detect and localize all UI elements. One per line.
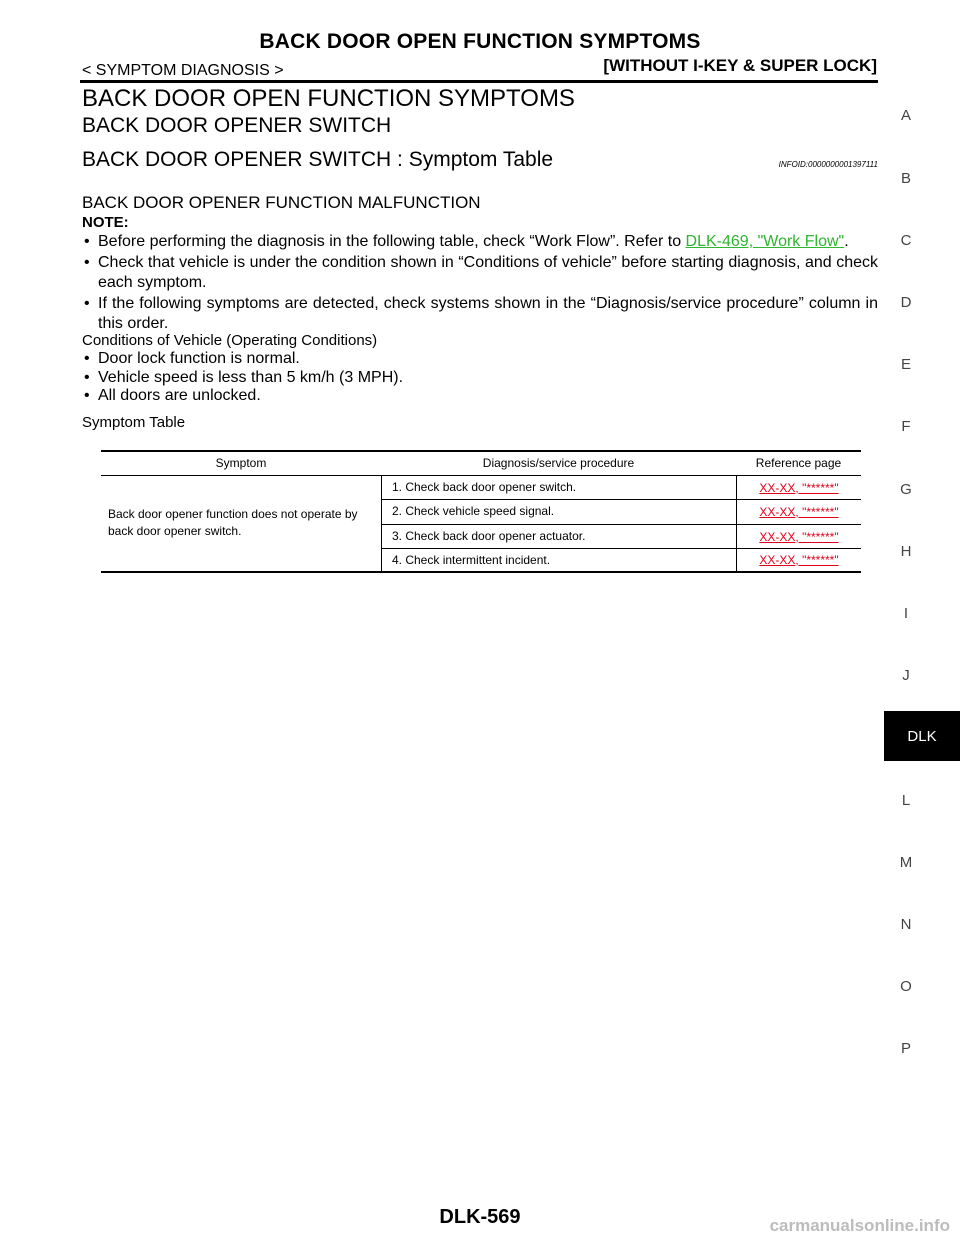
table-column-divider bbox=[736, 475, 737, 572]
table-column-divider bbox=[381, 475, 382, 572]
symptom-table-heading: BACK DOOR OPENER SWITCH : Symptom Table bbox=[82, 148, 554, 171]
header-symptom: Symptom bbox=[215, 456, 267, 470]
side-index-letter[interactable]: B bbox=[900, 170, 911, 187]
watermark: carmanualsonline.info bbox=[769, 1216, 950, 1235]
reference-link[interactable]: XX-XX, "******" bbox=[759, 530, 839, 544]
page-number: DLK-569 bbox=[439, 1206, 521, 1228]
note-item-end: . bbox=[844, 233, 849, 250]
side-index-active-tab[interactable]: DLK bbox=[884, 711, 960, 761]
side-index-letter[interactable]: O bbox=[900, 978, 912, 995]
side-index-letter[interactable]: F bbox=[901, 418, 911, 435]
side-index-letter[interactable]: N bbox=[900, 916, 912, 933]
symptom-cell: Back door opener function does not opera… bbox=[108, 507, 358, 538]
sub-heading: BACK DOOR OPENER SWITCH bbox=[82, 114, 392, 137]
side-index-letter[interactable]: A bbox=[900, 107, 911, 124]
info-id: INFOID:0000000001397111 bbox=[778, 160, 878, 169]
note-item: If the following symptoms are detected, … bbox=[82, 294, 878, 334]
reference-link[interactable]: XX-XX, "******" bbox=[759, 481, 839, 495]
conditions-list: Door lock function is normal. Vehicle sp… bbox=[82, 350, 403, 406]
side-index-letter[interactable]: G bbox=[900, 481, 912, 498]
side-index-letter[interactable]: D bbox=[900, 294, 912, 311]
table-header-rule bbox=[101, 475, 861, 476]
header-procedure: Diagnosis/service procedure bbox=[482, 456, 635, 470]
side-index-letter[interactable]: J bbox=[902, 667, 910, 684]
side-index-letter[interactable]: E bbox=[900, 356, 911, 373]
work-flow-link[interactable]: DLK-469, "Work Flow" bbox=[685, 233, 845, 250]
note-list: Before performing the diagnosis in the f… bbox=[82, 232, 878, 335]
variant-label: [WITHOUT I-KEY & SUPER LOCK] bbox=[603, 56, 877, 75]
condition-item: All doors are unlocked. bbox=[82, 387, 403, 406]
table-bottom-rule bbox=[101, 571, 861, 573]
note-item-text: Before performing the diagnosis in the f… bbox=[98, 233, 682, 250]
reference-link[interactable]: XX-XX, "******" bbox=[759, 553, 839, 567]
header-reference: Reference page bbox=[755, 456, 842, 470]
conditions-title: Conditions of Vehicle (Operating Conditi… bbox=[82, 332, 378, 349]
note-item: Check that vehicle is under the conditio… bbox=[82, 253, 878, 293]
malfunction-heading: BACK DOOR OPENER FUNCTION MALFUNCTION bbox=[82, 193, 481, 212]
note-label: NOTE: bbox=[82, 214, 129, 231]
table-top-rule bbox=[101, 450, 861, 452]
page-header-title: BACK DOOR OPEN FUNCTION SYMPTOMS bbox=[259, 30, 701, 53]
symptom-table-title: Symptom Table bbox=[82, 414, 186, 431]
condition-item: Door lock function is normal. bbox=[82, 350, 403, 369]
header-divider bbox=[80, 80, 878, 83]
main-heading: BACK DOOR OPEN FUNCTION SYMPTOMS bbox=[82, 85, 575, 112]
condition-item: Vehicle speed is less than 5 km/h (3 MPH… bbox=[82, 369, 403, 388]
side-index-letter[interactable]: C bbox=[900, 232, 912, 249]
procedure-cell: 4. Check intermittent incident. bbox=[392, 553, 551, 567]
side-index-letter[interactable]: P bbox=[900, 1040, 911, 1057]
procedure-cell: 2. Check vehicle speed signal. bbox=[392, 504, 555, 518]
side-index-letter[interactable]: M bbox=[899, 854, 913, 871]
side-index-letter[interactable]: L bbox=[901, 792, 911, 809]
note-item: Before performing the diagnosis in the f… bbox=[82, 232, 878, 252]
table-row-rule bbox=[381, 524, 861, 525]
table-row-rule bbox=[381, 499, 861, 500]
reference-link[interactable]: XX-XX, "******" bbox=[759, 505, 839, 519]
procedure-cell: 1. Check back door opener switch. bbox=[392, 480, 577, 494]
side-index-letter[interactable]: H bbox=[900, 543, 912, 560]
procedure-cell: 3. Check back door opener actuator. bbox=[392, 529, 586, 543]
section-label: < SYMPTOM DIAGNOSIS > bbox=[82, 62, 284, 79]
table-row-rule bbox=[381, 548, 861, 549]
side-index-letter[interactable]: I bbox=[903, 605, 909, 622]
